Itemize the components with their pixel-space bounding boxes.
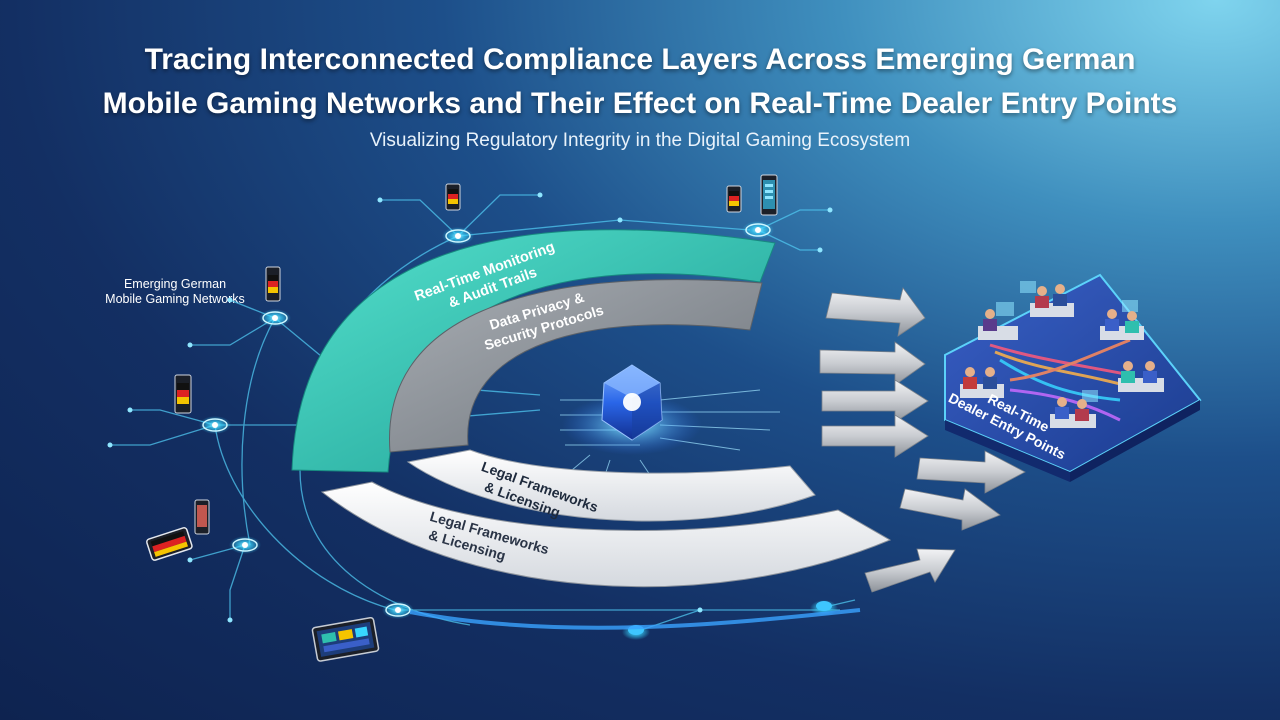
phone-app-icon	[194, 499, 210, 535]
network-node	[742, 221, 774, 239]
dealer-platform: Real-Time Dealer Entry Points	[944, 273, 1202, 482]
phone-icons	[146, 174, 778, 662]
dealer-station-icon	[960, 367, 1004, 398]
phone-flag-icon	[174, 374, 192, 414]
network-node	[229, 536, 261, 554]
dealer-station-icon	[1118, 361, 1164, 392]
phone-flag-icon	[146, 527, 193, 561]
title-line-1: Tracing Interconnected Compliance Layers…	[144, 43, 1136, 76]
network-dots	[107, 192, 833, 623]
phone-flag-icon	[445, 183, 461, 211]
network-node	[442, 227, 474, 245]
phone-flag-icon	[726, 185, 742, 213]
dealer-station-icon	[1100, 300, 1144, 340]
page-subtitle: Visualizing Regulatory Integrity in the …	[369, 130, 911, 151]
arrow-right-icon	[821, 414, 929, 458]
compliance-layers	[291, 229, 892, 588]
arrow-right-icon	[899, 488, 1001, 531]
arrow-right-icon	[819, 341, 926, 386]
network-label: Emerging German Mobile Gaming Networks	[90, 277, 260, 307]
arrow-right-icon	[825, 287, 926, 337]
network-node	[382, 601, 414, 619]
dealer-station-icon	[1020, 281, 1074, 317]
bottom-flow-arc	[409, 608, 861, 630]
dealer-stations	[960, 281, 1164, 428]
phone-app-icon	[760, 174, 778, 216]
layer-ring-legal-outer	[320, 481, 892, 588]
tablet-app-icon	[311, 616, 380, 662]
data-streams	[989, 338, 1136, 422]
central-core-icon	[562, 364, 702, 455]
arrow-right-icon	[864, 548, 956, 593]
layer-ring-legal-inner	[406, 449, 816, 522]
network-node	[259, 309, 291, 327]
network-label-line-2: Mobile Gaming Networks	[105, 292, 245, 306]
arrow-right-icon	[916, 450, 1026, 494]
dealer-station-icon	[1050, 390, 1098, 428]
flow-arrows	[819, 287, 1026, 593]
network-label-line-1: Emerging German	[123, 277, 227, 291]
dealer-station-icon	[978, 302, 1018, 340]
layer-ring-privacy	[389, 279, 763, 453]
arrow-right-icon	[821, 379, 929, 423]
title-line-2: Mobile Gaming Networks and Their Effect …	[102, 87, 1178, 120]
network-nodes	[199, 221, 838, 640]
page-title: Tracing Interconnected Compliance Layers…	[0, 38, 1280, 126]
phone-flag-icon	[265, 266, 281, 302]
layer-ring-monitoring	[291, 229, 776, 473]
network-node	[199, 416, 231, 434]
